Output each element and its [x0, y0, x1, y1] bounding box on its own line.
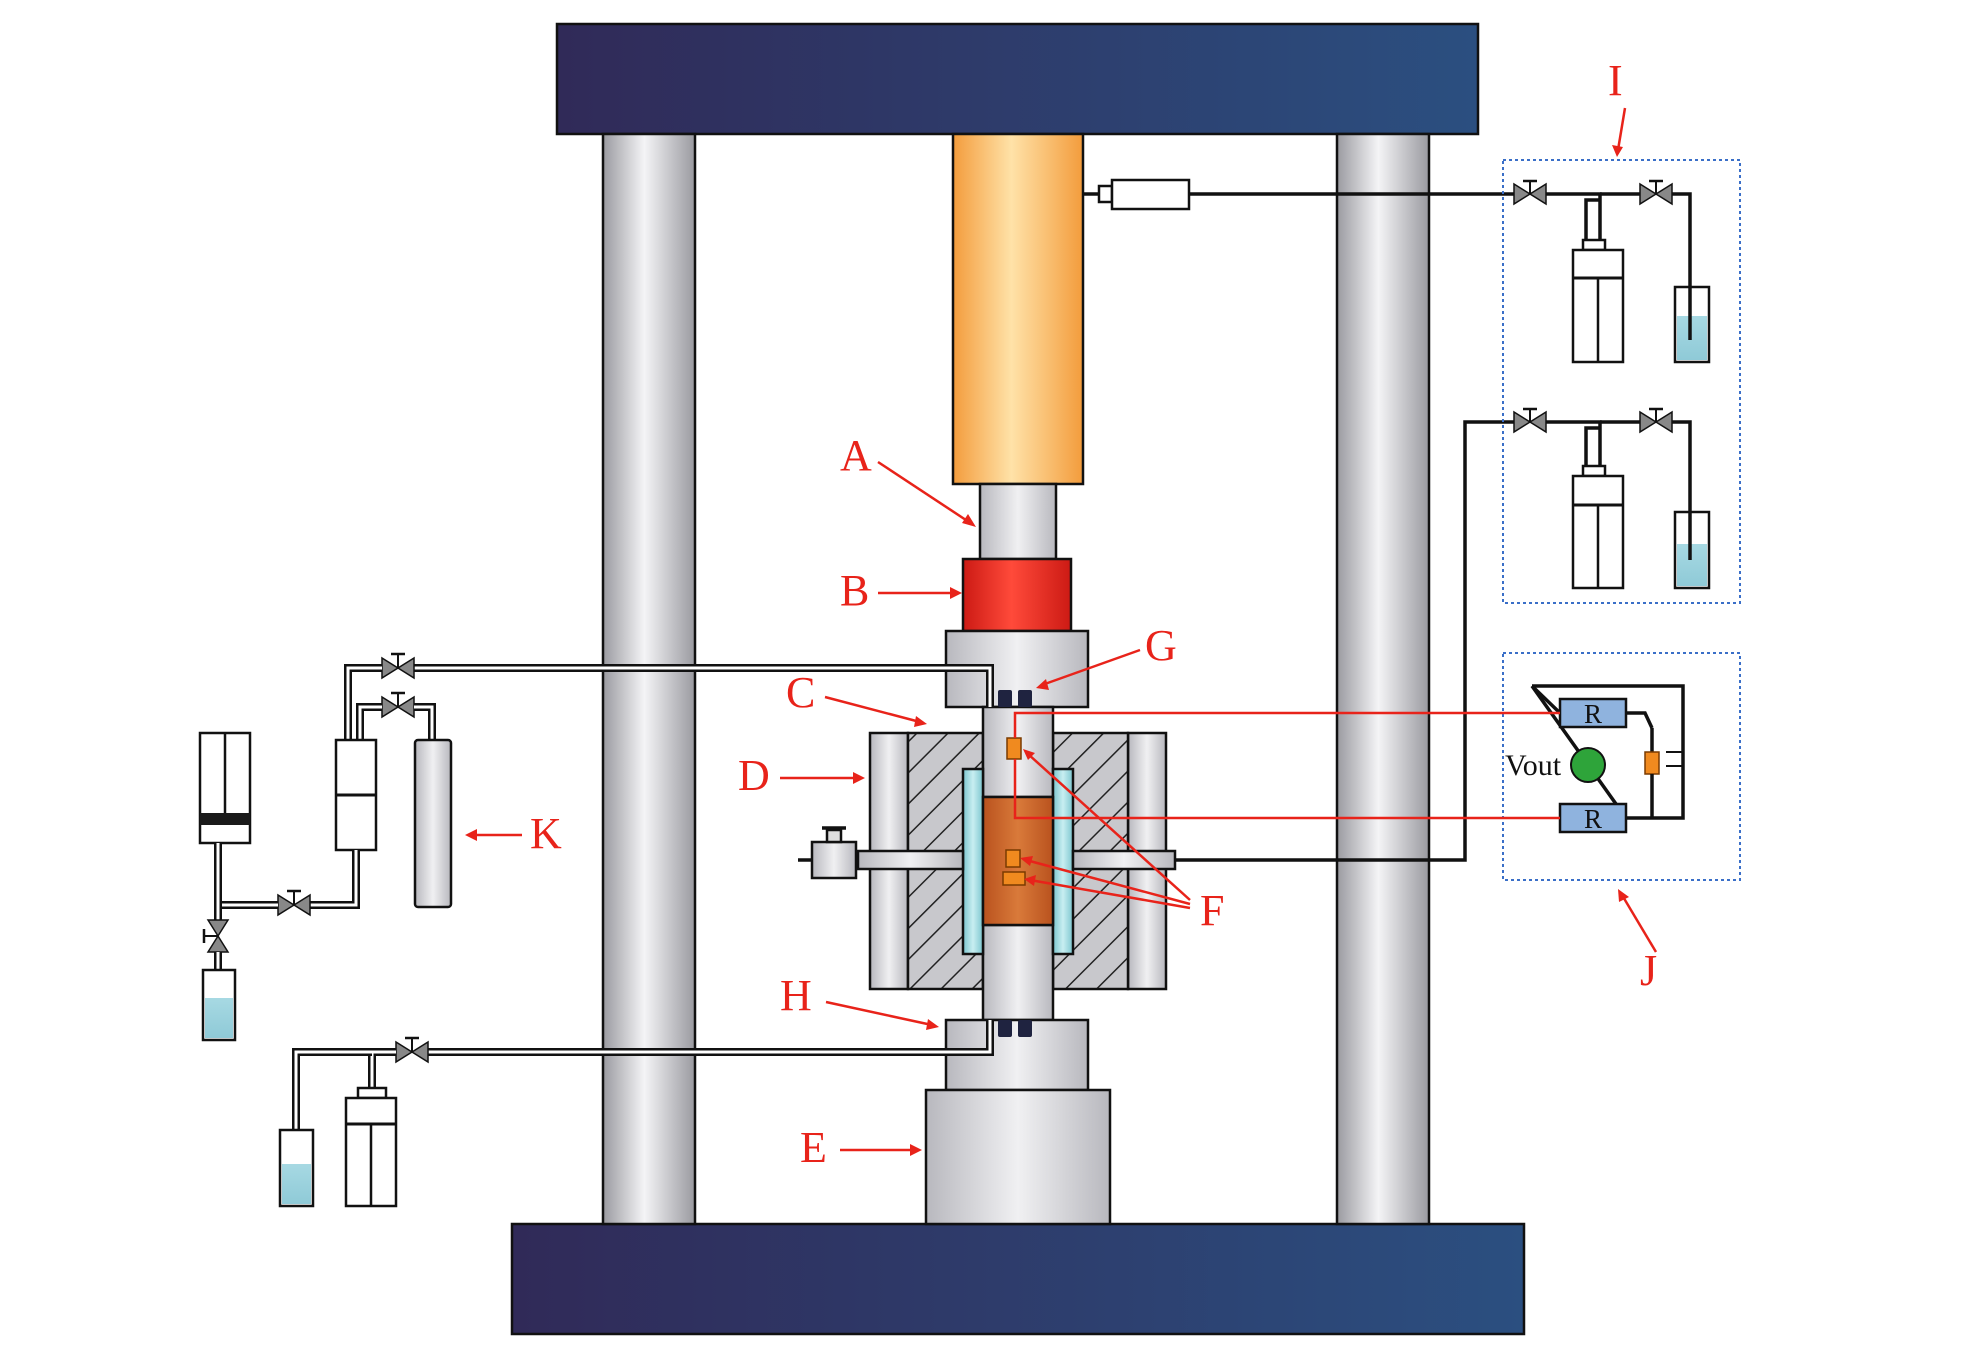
valve-i2-outlet-icon	[1639, 407, 1673, 434]
measurement-circuit-box-j	[1502, 652, 1741, 881]
syringe-pump-i1-cap	[1581, 238, 1607, 252]
porous-disc-top-2	[1018, 690, 1032, 707]
label-g: G	[1145, 621, 1177, 670]
lower-piston-base	[924, 1088, 1112, 1226]
right-column	[1335, 132, 1431, 1226]
porous-disc-bottom-2	[1018, 1020, 1032, 1037]
rubber-sleeve-right	[1051, 767, 1075, 956]
confining-port-right	[1071, 849, 1177, 871]
top-crosshead	[555, 22, 1480, 136]
vout-meter-icon	[1570, 747, 1606, 783]
valve-i1-outlet-icon	[1639, 179, 1673, 206]
pressure-system-box-i	[1502, 159, 1741, 604]
hydraulic-actuator	[951, 132, 1085, 486]
strain-gauge-upper	[1006, 737, 1022, 760]
label-b: B	[840, 566, 869, 615]
label-i: I	[1608, 56, 1623, 105]
resistor-bottom-label: R	[1584, 804, 1602, 834]
gas-cylinder	[413, 738, 453, 909]
label-d: D	[738, 751, 770, 800]
syringe-pump-i2-cap	[1581, 464, 1607, 478]
displacement-sensor-body	[1110, 178, 1191, 211]
rubber-sleeve-left	[961, 767, 985, 956]
lower-loading-rod	[981, 923, 1055, 1022]
valve-k-vertical-icon	[202, 919, 230, 953]
resistor-top	[1558, 697, 1628, 729]
circuit-strain-gauge	[1644, 751, 1660, 775]
label-a: A	[840, 431, 872, 480]
porous-disc-bottom-1	[998, 1020, 1012, 1037]
resistor-top-label: R	[1584, 699, 1602, 729]
valve-bottom-icon	[395, 1036, 429, 1064]
valve-k-second-icon	[381, 691, 415, 719]
valve-i2-inlet-icon	[1513, 407, 1547, 434]
strain-gauge-specimen-2	[1002, 871, 1026, 886]
confining-port-left	[856, 849, 965, 871]
label-j: J	[1640, 946, 1657, 995]
porous-disc-top-1	[998, 690, 1012, 707]
piston-rod	[978, 482, 1058, 561]
left-column	[601, 132, 697, 1226]
valve-k-horizontal-icon	[277, 889, 311, 917]
label-c: C	[786, 668, 815, 717]
vout-label: Vout	[1505, 749, 1562, 782]
label-k: K	[530, 809, 562, 858]
bleed-valve-body	[810, 840, 858, 880]
label-h: H	[780, 971, 812, 1020]
bleed-valve-stem	[825, 828, 843, 844]
strain-gauge-specimen-1	[1005, 849, 1021, 868]
syringe-pump-bottom-cap	[356, 1086, 388, 1100]
bottom-base-plate	[510, 1222, 1526, 1336]
displacement-transducer	[1097, 184, 1114, 204]
label-f: F	[1200, 886, 1224, 935]
valve-k-top-icon	[381, 652, 415, 680]
valve-i1-inlet-icon	[1513, 179, 1547, 206]
label-e: E	[800, 1123, 827, 1172]
load-cell	[961, 557, 1073, 633]
